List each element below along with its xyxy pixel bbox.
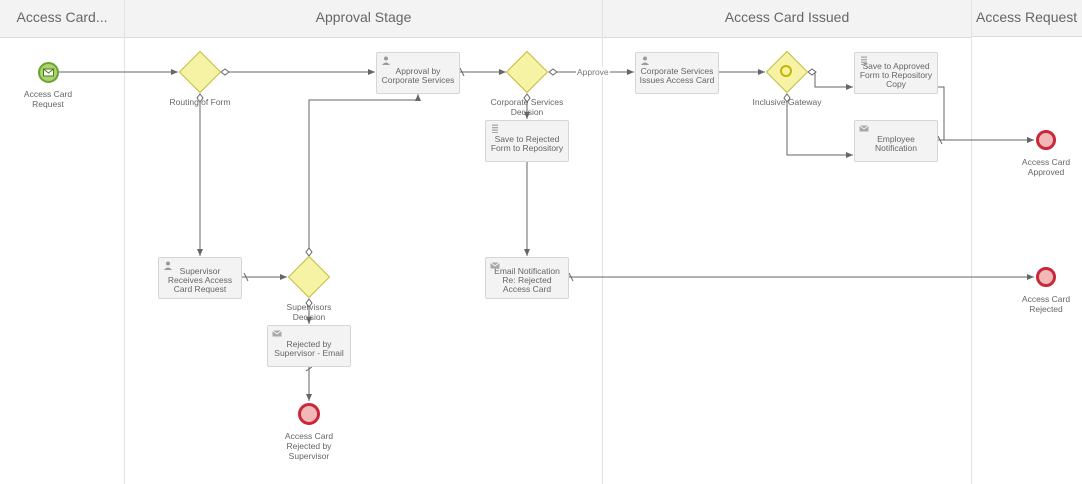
envelope-icon <box>43 68 54 77</box>
supervisors-decision-label: Supervisors Decision <box>286 302 332 322</box>
user-icon <box>164 261 172 270</box>
user-icon <box>382 56 390 65</box>
routing-gateway-label: Routing of Form <box>169 97 231 107</box>
user-icon <box>641 56 649 65</box>
inclusive-gateway-label: Inclusive Gateway <box>752 97 822 107</box>
email-notification-task[interactable]: Email Notification Re: Rejected Access C… <box>485 257 569 299</box>
script-icon <box>492 124 498 133</box>
flow-save-approved-to-end <box>938 86 1034 143</box>
end-event-rejected-supervisor[interactable] <box>298 403 320 425</box>
save-rejected-task[interactable]: Save to Rejected Form to Repository <box>485 120 569 162</box>
end-event-approved-label: Access Card Approved <box>1021 157 1071 177</box>
lane-header-approval-stage: Approval Stage <box>125 0 602 38</box>
lane-header-access-card: Access Card... <box>0 0 124 38</box>
end-event-rejected-supervisor-label: Access Card Rejected by Supervisor <box>284 431 334 461</box>
end-event-approved[interactable] <box>1036 130 1056 150</box>
envelope-icon <box>490 262 500 269</box>
approval-corporate-label: Approval by Corporate Services <box>381 65 455 85</box>
corporate-decision-label: Corporate Services Decision <box>490 97 564 117</box>
approval-corporate-task[interactable]: Approval by Corporate Services <box>376 52 460 94</box>
lane-header-access-request-form: Access Request Fo <box>972 0 1082 37</box>
lane-header-access-card-issued: Access Card Issued <box>603 0 971 38</box>
end-event-rejected[interactable] <box>1036 267 1056 287</box>
flow-inclusive-to-save-approved <box>807 68 853 90</box>
end-event-rejected-label: Access Card Rejected <box>1021 294 1071 314</box>
save-approved-label: Save to Approved Form to Repository Copy <box>859 61 933 89</box>
envelope-icon <box>859 125 869 132</box>
supervisor-receives-task[interactable]: Supervisor Receives Access Card Request <box>158 257 242 299</box>
rejected-supervisor-email-label: Rejected by Supervisor - Email <box>274 338 344 358</box>
envelope-icon <box>272 330 282 337</box>
rejected-supervisor-email-task[interactable]: Rejected by Supervisor - Email <box>267 325 351 367</box>
issues-card-task[interactable]: Corporate Services Issues Access Card <box>635 52 719 94</box>
flow-label-approve: Approve <box>576 67 610 77</box>
lane-divider <box>124 0 125 484</box>
flow-inclusive-to-employee <box>783 93 853 158</box>
inclusive-gateway-marker <box>780 65 792 77</box>
start-event[interactable] <box>38 62 59 83</box>
script-icon <box>861 56 867 65</box>
save-approved-task[interactable]: Save to Approved Form to Repository Copy <box>854 52 938 94</box>
flow-decision-to-approval <box>305 94 421 257</box>
start-event-label: Access Card Request <box>23 89 73 109</box>
email-notification-label: Email Notification Re: Rejected Access C… <box>494 266 560 294</box>
employee-notification-task[interactable]: Employee Notification <box>854 120 938 162</box>
employee-notification-label: Employee Notification <box>874 133 918 153</box>
supervisor-receives-label: Supervisor Receives Access Card Request <box>167 266 233 294</box>
save-rejected-label: Save to Rejected Form to Repository <box>490 133 564 153</box>
issues-card-label: Corporate Services Issues Access Card <box>639 65 715 85</box>
lane-divider <box>602 0 603 484</box>
lane-divider <box>971 0 972 484</box>
